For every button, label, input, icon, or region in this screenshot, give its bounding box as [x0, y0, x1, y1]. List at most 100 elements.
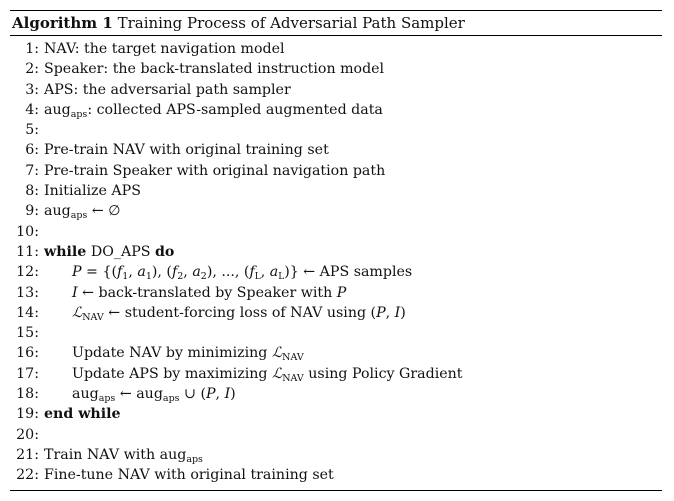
- text-fragment: )} ← APS samples: [284, 264, 413, 281]
- math-symbol: P: [72, 264, 82, 281]
- algorithm-line-18: 18: augaps ← augaps ∪ (P, I): [10, 384, 662, 404]
- line-text: Speaker: the back-translated instruction…: [44, 59, 384, 79]
- line-number: 16:: [16, 345, 39, 362]
- subscript: aps: [186, 453, 203, 465]
- algorithm-title: Training Process of Adversarial Path Sam…: [117, 14, 465, 32]
- text-fragment: ), ..., (: [206, 264, 250, 281]
- text-fragment: Update APS by maximizing: [72, 365, 272, 382]
- line-text: NAV: the target navigation model: [44, 39, 285, 59]
- line-number: 5:: [25, 122, 39, 139]
- line-text: I ← back-translated by Speaker with P: [44, 283, 346, 303]
- keyword: end while: [44, 406, 121, 423]
- algorithm-line-12: 12: P = {(f1, a1), (f2, a2), ..., (fL, aL…: [10, 262, 662, 282]
- keyword: do: [154, 243, 175, 260]
- line-text: P = {(f1, a1), (f2, a2), ..., (fL, aL)} …: [44, 262, 412, 282]
- line-number: 17:: [16, 365, 39, 382]
- text-fragment: Speaker: the back-translated instruction…: [44, 61, 385, 78]
- math-symbol: I: [72, 284, 78, 301]
- algorithm-line-21: 21: Train NAV with augaps: [10, 445, 662, 465]
- algorithm-line-20: 20:: [10, 425, 662, 445]
- text-fragment: Initialize APS: [44, 183, 141, 200]
- math-symbol: a: [269, 264, 279, 281]
- text-fragment: Fine-tune NAV with original training set: [44, 467, 334, 484]
- algorithm-line-22: 22:Fine-tune NAV with original training …: [10, 465, 662, 485]
- line-number: 19:: [16, 406, 39, 423]
- algorithm-line-17: 17: Update APS by maximizing ℒNAV using P…: [10, 364, 662, 384]
- text-fragment: ← ∅: [87, 203, 121, 220]
- subscript: 2: [200, 271, 207, 283]
- line-text: APS: the adversarial path sampler: [44, 80, 291, 100]
- text-fragment: Pre-train NAV with original training set: [44, 142, 329, 159]
- text-fragment: aug: [44, 203, 71, 220]
- text-fragment: DO_APS: [86, 243, 155, 260]
- math-symbol: ℒ: [271, 345, 283, 362]
- algorithm-line-10: 10:: [10, 222, 662, 242]
- subscript: aps: [98, 393, 116, 405]
- math-symbol: I: [394, 304, 401, 321]
- line-number: 6:: [25, 142, 39, 159]
- line-text: Fine-tune NAV with original training set: [44, 465, 334, 485]
- text-fragment: aug: [72, 386, 99, 403]
- keyword: while: [44, 243, 87, 260]
- text-fragment: ,: [385, 304, 395, 321]
- line-number: 12:: [16, 264, 39, 281]
- line-number: 21:: [16, 446, 39, 463]
- algorithm-label: Algorithm 1: [12, 14, 113, 32]
- line-text: Pre-train NAV with original training set: [44, 140, 329, 160]
- algorithm-line-14: 14:ℒNAV ← student-forcing loss of NAV us…: [10, 303, 662, 323]
- line-text: Update APS by maximizing ℒNAV using Poli…: [44, 364, 462, 384]
- algorithm-line-16: 16: Update NAV by minimizing ℒNAV: [10, 343, 662, 363]
- line-number: 8:: [25, 183, 39, 200]
- line-text: augaps ← augaps ∪ (P, I): [44, 384, 236, 404]
- subscript: NAV: [82, 311, 104, 323]
- algorithm-line-9: 9:augaps ← ∅: [10, 201, 662, 221]
- text-fragment: APS: the adversarial path sampler: [44, 81, 291, 98]
- algorithm-line-1: 1:NAV: the target navigation model: [10, 39, 662, 59]
- caption-rule: [10, 35, 662, 36]
- algorithm-line-4: 4:augaps: collected APS-sampled augmente…: [10, 100, 662, 120]
- text-fragment: NAV: the target navigation model: [44, 41, 285, 57]
- text-fragment: ,: [128, 264, 138, 281]
- text-fragment: using Policy Gradient: [303, 365, 463, 382]
- text-fragment: Train NAV with aug: [44, 446, 187, 463]
- algorithm-line-3: 3:APS: the adversarial path sampler: [10, 80, 662, 100]
- math-symbol: P: [205, 386, 216, 403]
- line-number: 15:: [16, 325, 39, 342]
- line-number: 18:: [16, 386, 39, 403]
- algorithm-line-8: 8: Initialize APS: [10, 181, 662, 201]
- text-fragment: : collected APS-sampled augmented data: [87, 101, 383, 118]
- text-fragment: ← aug: [115, 386, 163, 403]
- line-text: Pre-train Speaker with original navigati…: [44, 161, 385, 181]
- math-symbol: a: [192, 264, 201, 281]
- subscript: aps: [162, 393, 180, 405]
- line-number: 9:: [25, 203, 39, 220]
- math-symbol: ℒ: [272, 365, 283, 382]
- algorithm-line-11: 11: while DO_APS do: [10, 242, 662, 262]
- subscript: L: [278, 272, 285, 283]
- line-number: 11:: [16, 243, 39, 260]
- math-symbol: a: [137, 264, 146, 281]
- algorithm-line-5: 5:: [10, 120, 662, 140]
- subscript: 1: [145, 271, 152, 283]
- line-number: 10:: [16, 223, 39, 240]
- subscript: aps: [70, 108, 88, 120]
- line-text: Train NAV with augaps: [44, 445, 203, 465]
- subscript: L: [254, 272, 261, 283]
- line-text: Update NAV by minimizing ℒNAV: [44, 343, 304, 363]
- line-number: 20:: [16, 426, 39, 443]
- math-symbol: P: [376, 304, 386, 321]
- text-fragment: ), (: [151, 264, 172, 281]
- algorithm-line-13: 13:I ← back-translated by Speaker with P: [10, 283, 662, 303]
- line-number: 7:: [25, 162, 39, 179]
- line-number: 2:: [25, 61, 39, 78]
- text-fragment: = {(: [81, 264, 118, 281]
- line-text: while DO_APS do: [44, 242, 174, 262]
- text-fragment: ← back-translated by Speaker with: [77, 284, 337, 301]
- bottom-rule: [10, 489, 662, 491]
- algorithm-line-6: 6: Pre-train NAV with original training s…: [10, 140, 662, 160]
- line-text: augaps: collected APS-sampled augmented …: [44, 100, 383, 120]
- text-fragment: ,: [183, 264, 193, 281]
- text-fragment: ,: [215, 386, 225, 403]
- algorithm-lines: 1:NAV: the target navigation model 2: Spea…: [10, 36, 662, 490]
- subscript: NAV: [282, 372, 304, 384]
